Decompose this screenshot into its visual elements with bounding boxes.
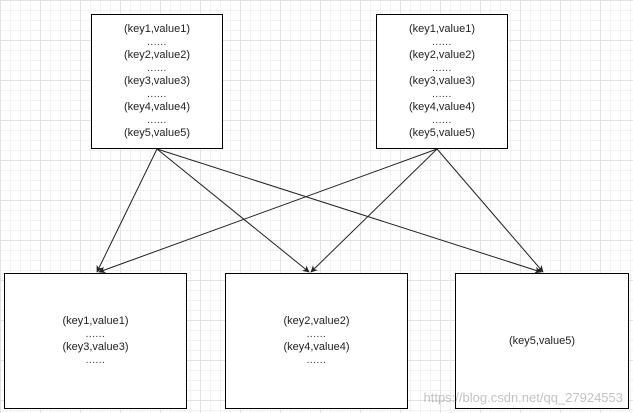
kv-line: (key5,value5) (408, 127, 476, 139)
kv-line: (key3,value3) (408, 75, 476, 87)
ellipsis-line: ...... (85, 329, 106, 340)
kv-line: (key4,value4) (408, 101, 476, 113)
ellipsis-line: ...... (85, 355, 106, 366)
source-box-left: (key1,value1) ...... (key2,value2) .....… (91, 14, 223, 149)
ellipsis-line: ...... (432, 37, 452, 48)
arrow-right-to-target-1 (98, 148, 438, 274)
arrow-right-to-target-3 (436, 148, 544, 273)
watermark-url: https://blog.csdn.net/qq_27924553 (423, 390, 624, 405)
target-box-1: (key1,value1) ...... (key3,value3) .....… (4, 273, 187, 409)
target-box-1-content: (key1,value1) ...... (key3,value3) .....… (5, 315, 186, 367)
source-box-left-content: (key1,value1) ...... (key2,value2) .....… (92, 23, 222, 140)
kv-line: (key5,value5) (508, 335, 576, 347)
arrow-right-to-target-2 (310, 148, 438, 273)
target-box-3: (key5,value5) (455, 273, 629, 409)
target-box-2-content: (key2,value2) ...... (key4,value4) .....… (226, 315, 407, 367)
arrow-left-to-target-2 (156, 148, 310, 273)
ellipsis-line: ...... (147, 63, 167, 74)
arrow-left-to-target-3 (156, 148, 542, 274)
source-box-right: (key1,value1) ...... (key2,value2) .....… (376, 14, 508, 149)
kv-line: (key3,value3) (62, 341, 129, 353)
kv-line: (key4,value4) (283, 341, 350, 353)
ellipsis-line: ...... (432, 63, 452, 74)
kv-line: (key1,value1) (408, 23, 476, 35)
ellipsis-line: ...... (432, 89, 452, 100)
ellipsis-line: ...... (432, 115, 452, 126)
ellipsis-line: ...... (147, 37, 167, 48)
kv-line: (key1,value1) (123, 23, 191, 35)
kv-line: (key2,value2) (123, 49, 191, 61)
ellipsis-line: ...... (147, 89, 167, 100)
ellipsis-line: ...... (147, 115, 167, 126)
target-box-2: (key2,value2) ...... (key4,value4) .....… (225, 273, 408, 409)
arrow-left-to-target-1 (96, 148, 158, 273)
kv-line: (key4,value4) (123, 101, 191, 113)
kv-line: (key1,value1) (62, 315, 129, 327)
target-box-3-content: (key5,value5) (456, 335, 628, 348)
source-box-right-content: (key1,value1) ...... (key2,value2) .....… (377, 23, 507, 140)
kv-line: (key2,value2) (408, 49, 476, 61)
kv-line: (key2,value2) (283, 315, 350, 327)
kv-line: (key5,value5) (123, 127, 191, 139)
kv-line: (key3,value3) (123, 75, 191, 87)
ellipsis-line: ...... (306, 329, 327, 340)
ellipsis-line: ...... (306, 355, 327, 366)
